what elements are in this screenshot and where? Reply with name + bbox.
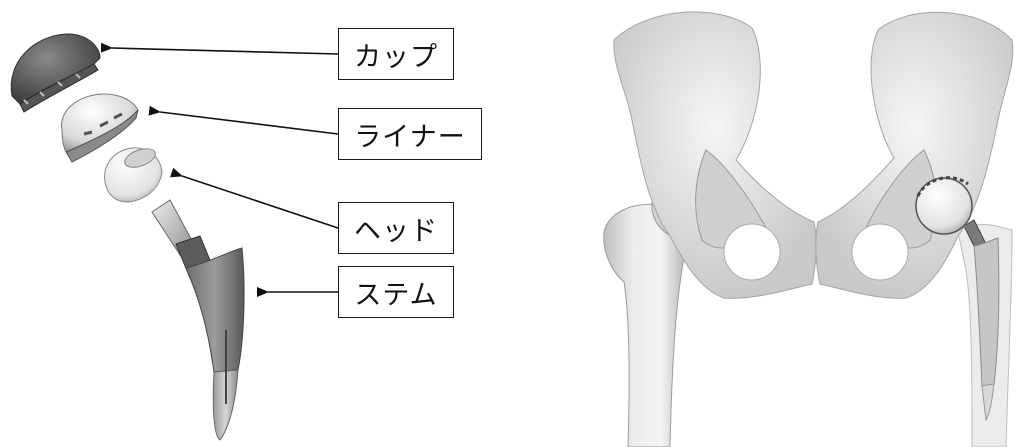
right-femur-with-implant bbox=[958, 220, 1012, 447]
head-label: ヘッド bbox=[338, 202, 454, 254]
stem-label: ステム bbox=[338, 266, 454, 318]
pelvis-illustration bbox=[604, 12, 1013, 447]
head-arrow bbox=[182, 176, 338, 228]
liner-arrow bbox=[160, 112, 338, 134]
head-component bbox=[105, 145, 162, 202]
cup-label: カップ bbox=[338, 28, 454, 80]
liner-label: ライナー bbox=[338, 108, 482, 160]
stem-component bbox=[152, 200, 244, 440]
implant-components bbox=[11, 34, 244, 440]
cup-arrow bbox=[112, 48, 338, 54]
